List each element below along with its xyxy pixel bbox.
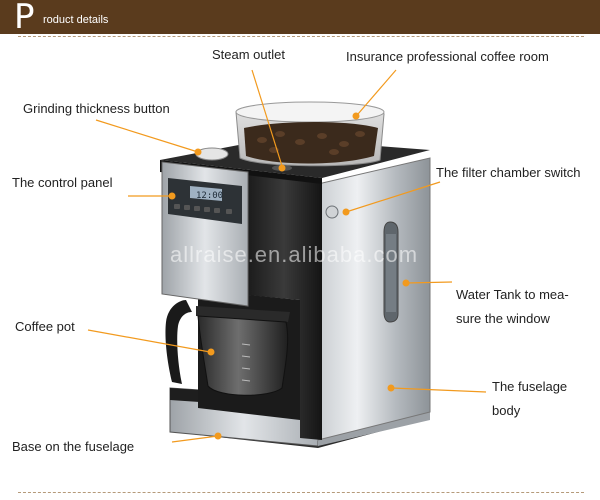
label-steam-outlet: Steam outlet: [212, 47, 285, 62]
header-initial: P: [14, 0, 35, 37]
lcd-panel: [168, 178, 242, 224]
label-fuselage-body-1: The fuselage: [492, 379, 568, 394]
front-column: [246, 175, 322, 440]
filter-switch-button: [325, 205, 339, 219]
hopper-lid: [235, 101, 385, 123]
callout-dots: [168, 112, 410, 440]
pot-lid: [196, 306, 290, 322]
bottom-divider: [18, 492, 584, 493]
callout-leader-lines: [87, 69, 487, 443]
coffee-beans: [244, 122, 378, 164]
label-base: Base on the fuselage: [12, 439, 135, 454]
lcd-screen: [190, 186, 222, 201]
label-water-tank-2: sure the window: [456, 311, 550, 326]
label-water-tank-1: Water Tank to mea-: [456, 287, 569, 302]
label-coffee-room: Insurance professional coffee room: [346, 49, 549, 64]
water-window-glass: [386, 234, 396, 312]
watermark: allraise.en.alibaba.com: [170, 242, 419, 267]
coffee-bean-texture: [257, 131, 365, 155]
lcd-clock: 12:00: [196, 191, 223, 201]
panel-buttons: [174, 204, 232, 214]
top-divider: [18, 36, 584, 37]
pot-handle: [165, 300, 192, 384]
label-filter-switch: The filter chamber switch: [436, 165, 581, 180]
header-title: roduct details: [43, 14, 109, 26]
label-control-panel: The control panel: [12, 175, 113, 190]
pot-measure-marks: [241, 343, 251, 382]
label-grinding-button: Grinding thickness button: [23, 101, 170, 116]
label-fuselage-body-2: body: [492, 403, 521, 418]
header-bar: P roduct details: [0, 0, 600, 37]
label-coffee-pot: Coffee pot: [15, 319, 75, 334]
steel-side-panel: [317, 157, 431, 441]
